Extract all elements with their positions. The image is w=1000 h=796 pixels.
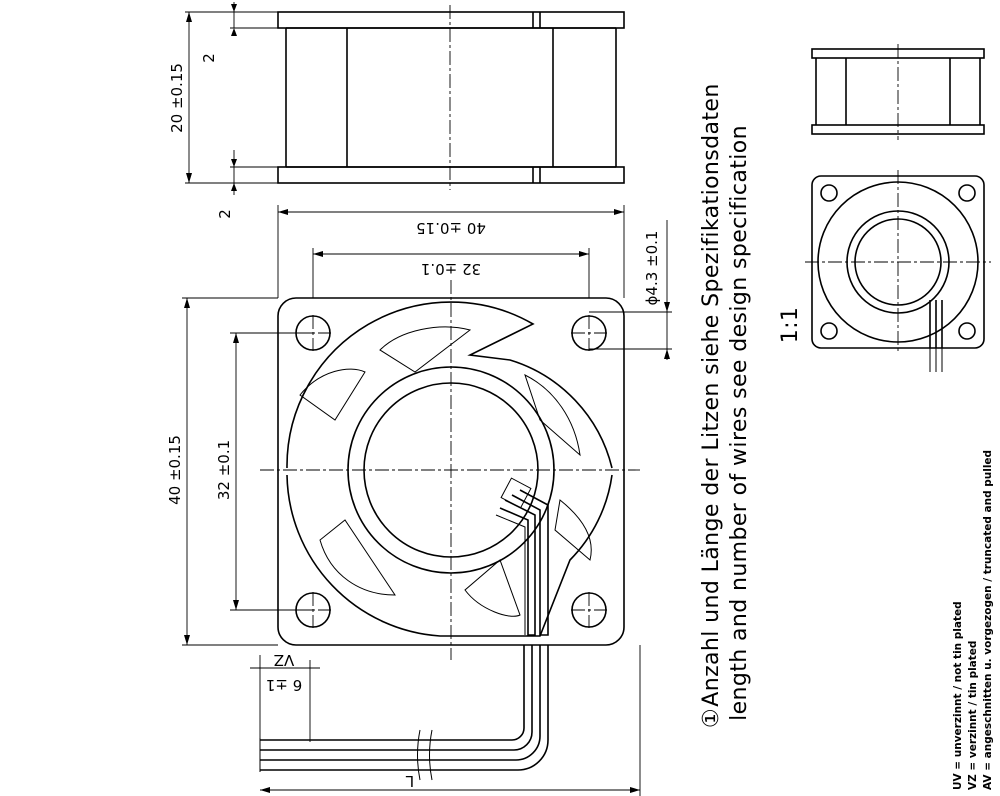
dim-pitch-32-left: 32 ±0.1 (215, 440, 233, 500)
side-view-top (277, 5, 625, 190)
dim-wire-strip: 6 ±1 (266, 676, 302, 694)
front-view-left-dimensions (182, 297, 313, 646)
dim-pitch-32-top: 32 ±0.1 (421, 260, 481, 278)
dim-lead-length: L (405, 772, 414, 790)
dim-width-40: 40 ±0.15 (416, 219, 486, 237)
dim-flange-bottom: 2 (216, 209, 234, 219)
dim-flange-top: 2 (200, 53, 218, 63)
scale-view-front (805, 170, 991, 372)
legend-uv: UV = unverzinnt / not tin plated (952, 601, 964, 790)
dim-height-20: 20 ±0.15 (168, 63, 186, 133)
dim-height-40: 40 ±0.15 (166, 435, 184, 505)
scale-label: 1:1 (778, 307, 803, 344)
wire-note: ① Anzahl und Länge der Litzen siehe Spez… (699, 83, 752, 728)
note-line-de: Anzahl und Länge der Litzen siehe Spezif… (699, 83, 724, 706)
dim-hole-dia: ϕ4.3 ±0.1 (643, 231, 661, 306)
note-line-en: length and number of wires see design sp… (727, 125, 752, 721)
front-view-top-dimensions (277, 205, 672, 360)
lead-wires (250, 645, 641, 796)
front-view (260, 280, 640, 660)
legend: UV = unverzinnt / not tin plated VZ = ve… (952, 450, 994, 790)
legend-av: AV = angeschnitten u. vorgezogen / trunc… (982, 450, 994, 790)
legend-vz: VZ = verzinnt / tin plated (967, 641, 979, 790)
side-view-dimensions (185, 2, 278, 195)
scale-view-side (811, 44, 985, 140)
dim-wire-finish: VZ (274, 651, 295, 669)
note-symbol: ① (699, 708, 724, 728)
